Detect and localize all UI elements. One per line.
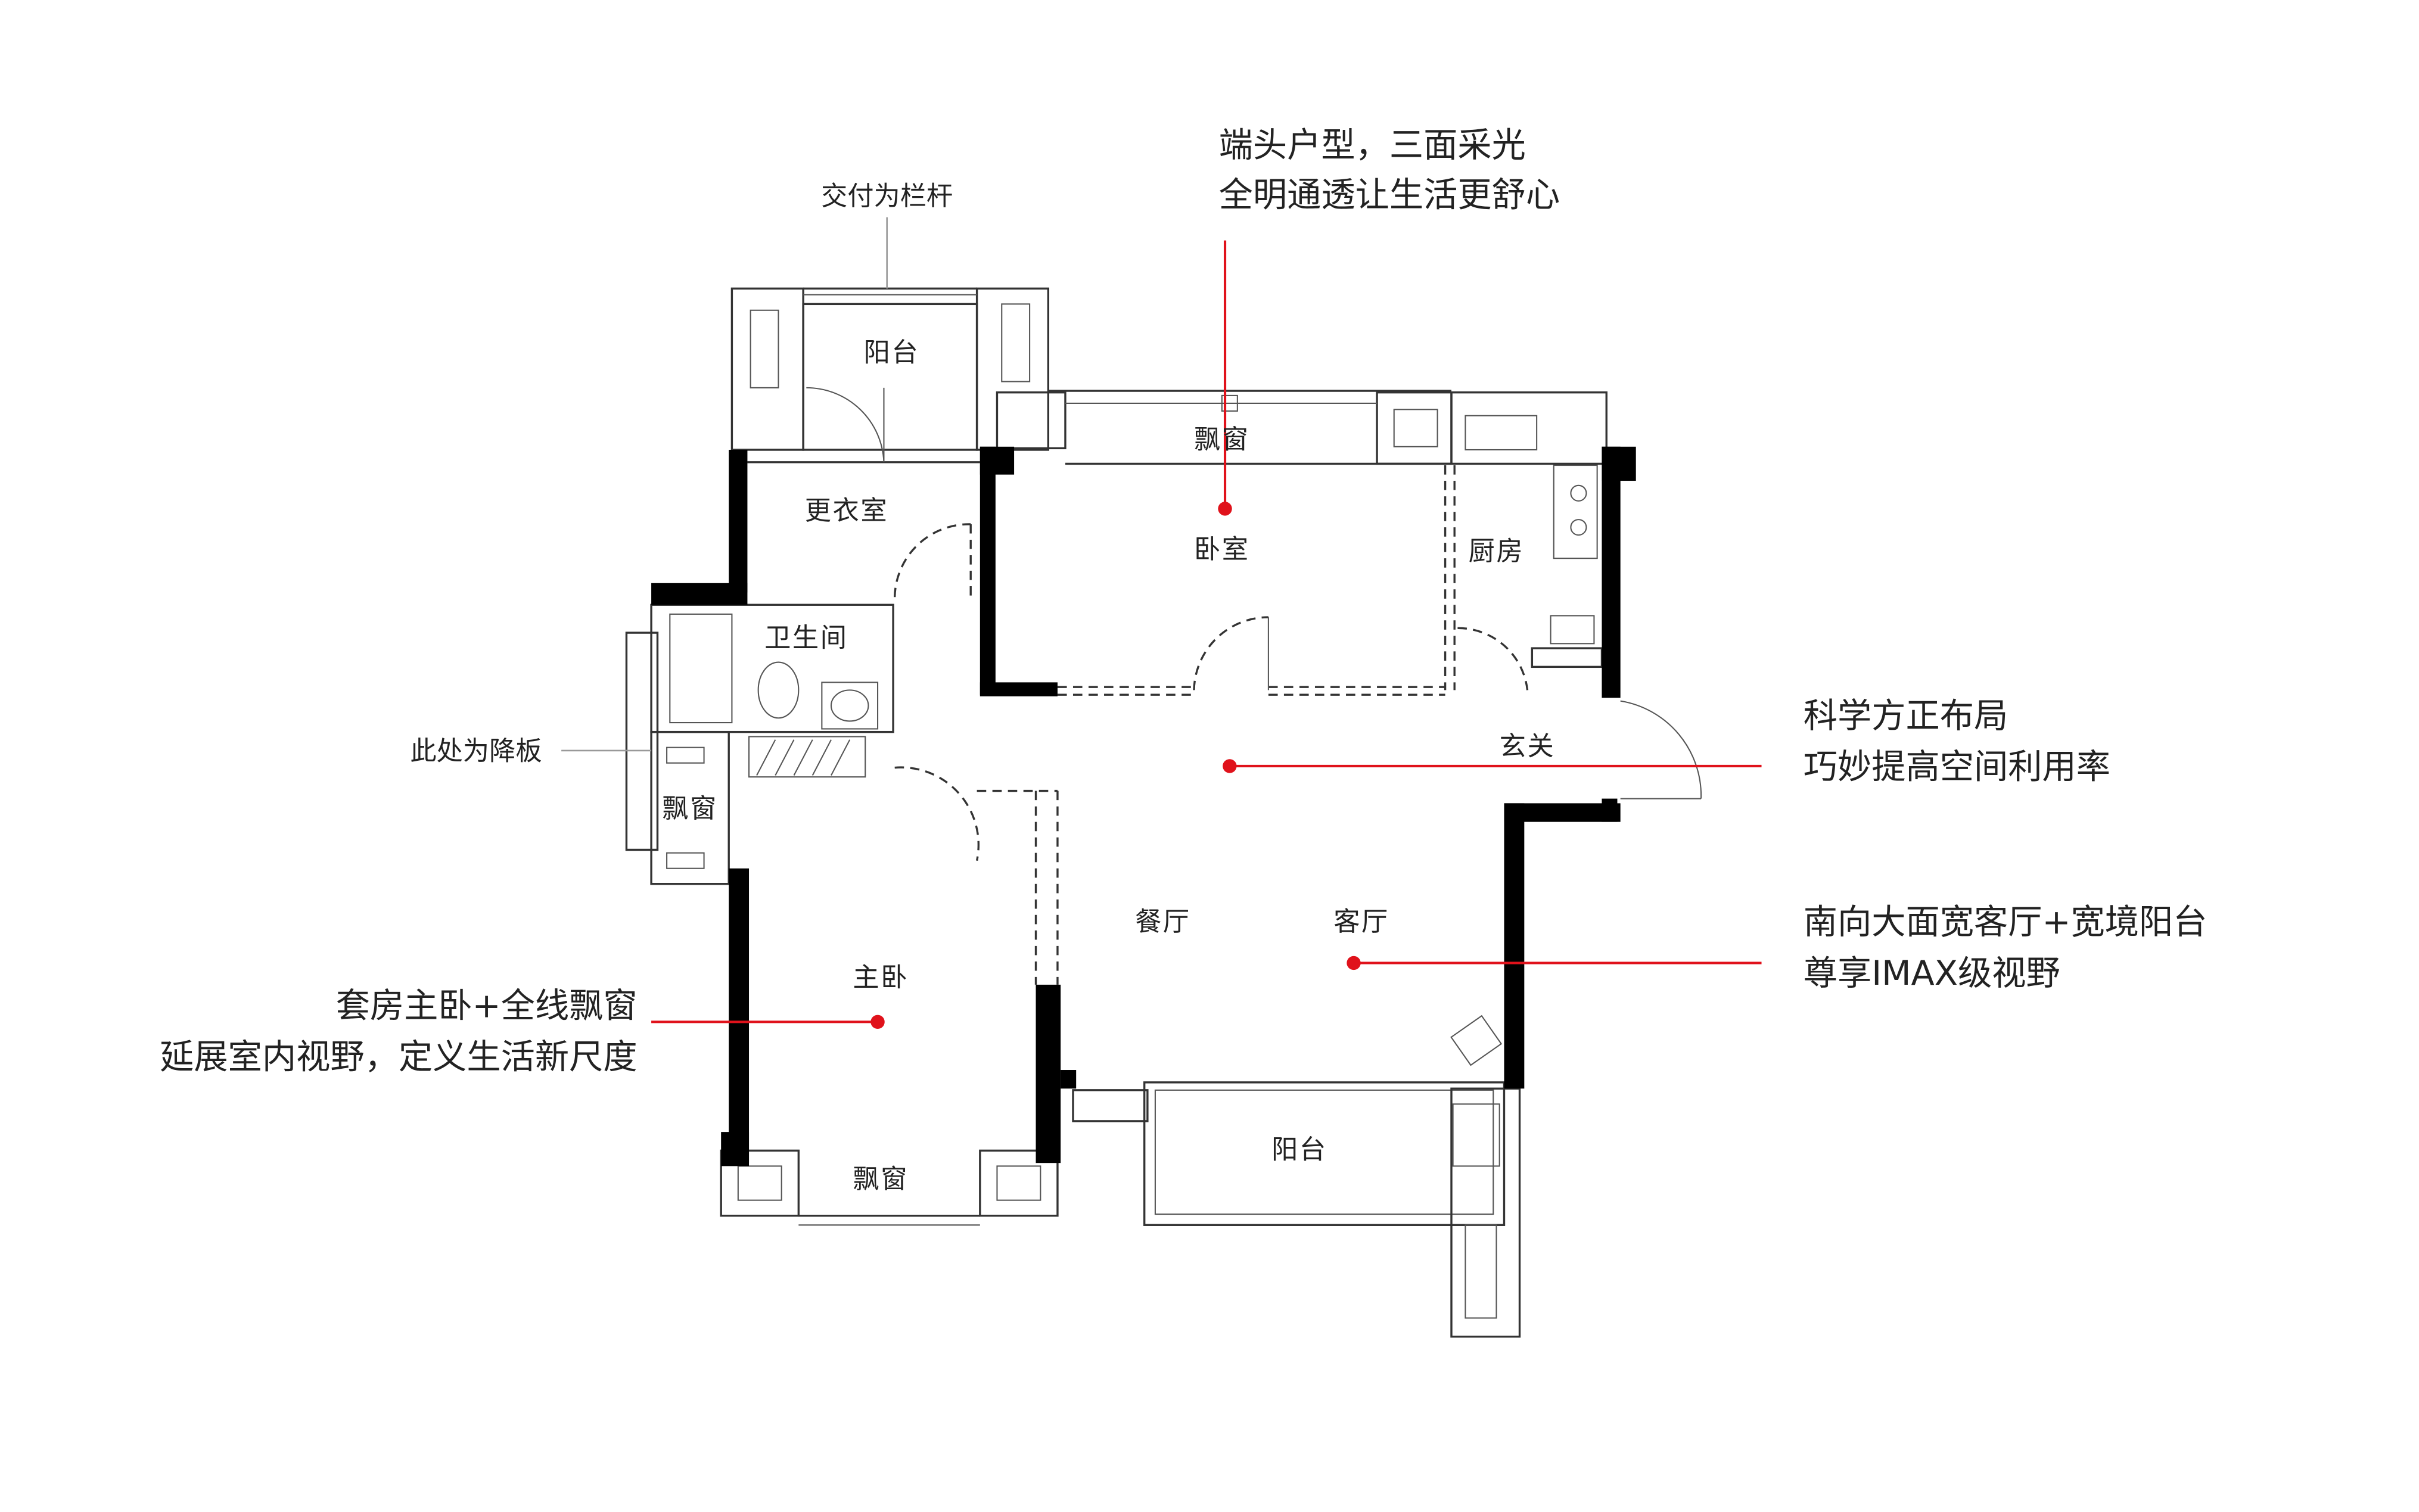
walls xyxy=(651,446,1636,1166)
annotation-master-line2: 延展室内视野，定义生活新尺度 xyxy=(160,1037,638,1077)
room-bay-window-west: 飘窗 xyxy=(662,794,718,824)
callout-dot-entrance xyxy=(1223,759,1237,773)
room-bathroom: 卫生间 xyxy=(764,623,848,654)
room-bedroom: 卧室 xyxy=(1194,534,1250,565)
room-dining: 餐厅 xyxy=(1135,907,1191,937)
annotation-top-line2: 全明通透让生活更舒心 xyxy=(1219,175,1560,214)
annotation-master-line1: 套房主卧+全线飘窗 xyxy=(336,986,638,1026)
note-lowered-slab: 此处为降板 xyxy=(410,736,542,767)
callout-dot-master xyxy=(870,1015,885,1029)
room-master-bedroom: 主卧 xyxy=(853,962,909,993)
room-balcony-south: 阳台 xyxy=(1271,1134,1327,1165)
thin-outlines xyxy=(625,287,1702,1338)
annotation-layout-line1: 科学方正布局 xyxy=(1804,696,2008,736)
callout-dot-living xyxy=(1347,956,1361,970)
callout-lines xyxy=(651,240,1762,1029)
annotation-living-line1: 南向大面宽客厅+宽境阳台 xyxy=(1804,902,2207,942)
annotation-top-line1: 端头户型，三面采光 xyxy=(1219,125,1526,165)
room-kitchen: 厨房 xyxy=(1469,536,1525,567)
room-bay-window-south: 飘窗 xyxy=(853,1164,909,1194)
room-dressing: 更衣室 xyxy=(805,496,889,526)
room-living: 客厅 xyxy=(1333,907,1389,937)
annotation-living-line2: 尊享IMAX级视野 xyxy=(1804,953,2060,993)
room-balcony-north: 阳台 xyxy=(864,338,920,368)
annotation-layout-line2: 巧妙提高空间利用率 xyxy=(1804,747,2110,787)
note-railing: 交付为栏杆 xyxy=(821,181,953,211)
room-entrance: 玄关 xyxy=(1500,732,1556,762)
callout-dot-bedroom xyxy=(1218,502,1232,516)
room-bay-window-north: 飘窗 xyxy=(1194,424,1250,455)
